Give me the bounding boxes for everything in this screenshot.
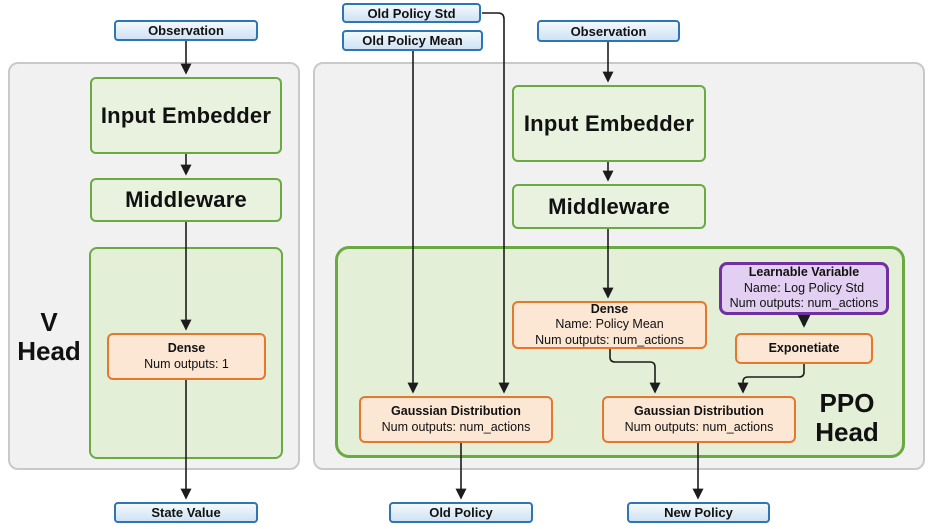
terminal-label: Observation [148, 23, 224, 38]
node-title: Learnable Variable [748, 265, 860, 280]
node-detail: Num outputs: num_actions [729, 296, 879, 311]
node-detail: Num outputs: 1 [144, 356, 229, 371]
node-detail: Name: Policy Mean [555, 317, 664, 332]
state-value-terminal: State Value [114, 502, 258, 523]
new-policy-terminal: New Policy [627, 502, 770, 523]
old-policy-mean-terminal: Old Policy Mean [342, 30, 483, 51]
node-detail: Num outputs: num_actions [535, 332, 684, 347]
node-detail: Num outputs: num_actions [624, 419, 774, 434]
node-title: Dense [167, 341, 206, 355]
old-policy-std-terminal: Old Policy Std [342, 3, 481, 23]
terminal-label: Old Policy Mean [362, 33, 463, 48]
ppo-head-title-line2: Head [815, 417, 879, 447]
node-label: Middleware [125, 187, 247, 212]
v-head-title-line1: V [40, 307, 58, 337]
middleware-node-left: Middleware [90, 178, 282, 222]
node-detail: Num outputs: num_actions [381, 419, 531, 434]
dense-node-v: Dense Num outputs: 1 [107, 333, 266, 380]
dense-policy-mean-node: Dense Name: Policy Mean Num outputs: num… [512, 301, 707, 349]
gaussian-distribution-node-new: Gaussian Distribution Num outputs: num_a… [602, 396, 796, 443]
exponetiate-node: Exponetiate [735, 333, 873, 364]
terminal-label: Observation [570, 23, 647, 39]
gaussian-distribution-node-old: Gaussian Distribution Num outputs: num_a… [359, 396, 553, 443]
input-embedder-node-left: Input Embedder [90, 77, 282, 154]
terminal-label: Old Policy Std [367, 5, 456, 21]
node-title: Dense [590, 301, 629, 316]
node-title: Gaussian Distribution [391, 404, 521, 418]
learnable-variable-node: Learnable Variable Name: Log Policy Std … [719, 262, 889, 315]
ppo-head-title-line1: PPO [819, 388, 875, 418]
ppo-head-title: PPO Head [799, 389, 895, 447]
v-head-title: V Head [8, 308, 90, 366]
v-head-title-line2: Head [17, 336, 81, 366]
node-title: Exponetiate [768, 340, 840, 355]
node-label: Middleware [548, 193, 670, 219]
observation-terminal-right: Observation [537, 20, 680, 42]
node-label: Input Embedder [523, 110, 695, 136]
node-label: Input Embedder [100, 102, 272, 128]
old-policy-terminal: Old Policy [389, 502, 533, 523]
middleware-node-right: Middleware [512, 184, 706, 229]
input-embedder-node-right: Input Embedder [512, 85, 706, 162]
terminal-label: New Policy [664, 505, 733, 520]
observation-terminal-left: Observation [114, 20, 258, 41]
terminal-label: Old Policy [429, 505, 493, 520]
node-title: Gaussian Distribution [634, 404, 764, 418]
terminal-label: State Value [151, 505, 221, 520]
node-detail: Name: Log Policy Std [743, 280, 865, 295]
